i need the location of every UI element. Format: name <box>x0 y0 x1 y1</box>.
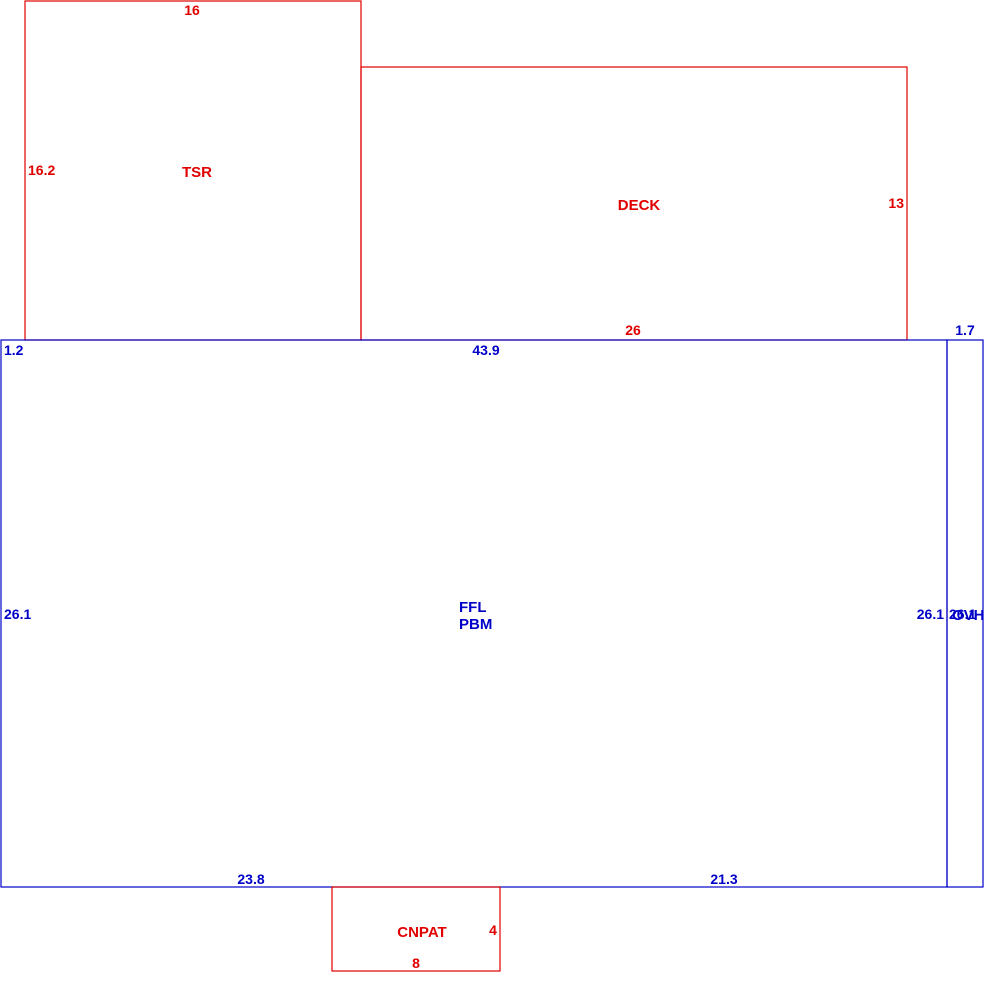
ovh-room-label: OVH <box>952 607 985 624</box>
deck-width-label: 26 <box>625 322 641 338</box>
main-corner-label: 1.2 <box>4 342 24 358</box>
main-right-label: 26.1 <box>917 606 944 622</box>
tsr-depth-label: 16.2 <box>28 162 55 178</box>
ovh-depth-label: 26.1 <box>949 606 976 622</box>
main-left-label: 26.1 <box>4 606 31 622</box>
main-bottom-right-label: 21.3 <box>710 871 737 887</box>
cnpat-width-label: 8 <box>412 955 420 971</box>
main-room-label-line1: FFL <box>459 599 487 616</box>
deck-depth-label: 13 <box>888 195 904 211</box>
main-bottom-left-label: 23.8 <box>237 871 264 887</box>
ovh-width-label: 1.7 <box>955 322 975 338</box>
ovh-outline <box>946 339 984 888</box>
cnpat-room-label: CNPAT <box>397 924 446 941</box>
cnpat-depth-label: 4 <box>489 922 497 938</box>
main-top-label: 43.9 <box>472 342 499 358</box>
deck-room-label: DECK <box>618 197 661 214</box>
main-room-label-line2: PBM <box>459 616 492 633</box>
cnpat-outline <box>331 886 501 972</box>
tsr-room-label: TSR <box>182 164 212 181</box>
tsr-width-label: 16 <box>184 2 200 18</box>
